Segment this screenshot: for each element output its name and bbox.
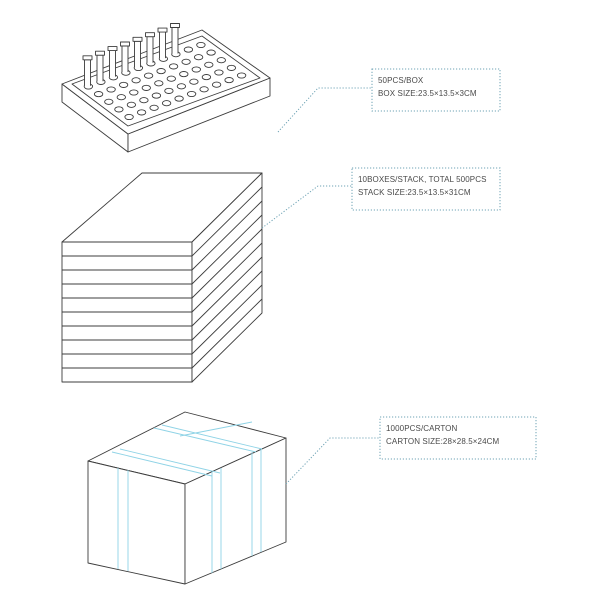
stack-layer-line <box>62 242 263 313</box>
rack-hole <box>166 75 176 82</box>
rack-hole <box>104 98 114 105</box>
stack-layer-line <box>62 270 263 341</box>
rack-hole <box>193 54 204 61</box>
rack-hole <box>131 77 141 84</box>
rack-hole <box>201 74 212 81</box>
callout-box-line1: 50PCS/BOX <box>378 76 424 85</box>
rack-hole <box>149 104 159 111</box>
rack-hole <box>206 49 216 56</box>
stack-layer-line <box>62 186 263 257</box>
rack-hole <box>118 81 129 88</box>
rack-hole <box>214 69 224 76</box>
rack-hole <box>106 86 116 93</box>
callout-carton-line1: 1000PCS/CARTON <box>386 424 457 433</box>
rack-hole <box>183 46 194 53</box>
tube <box>121 45 129 72</box>
rack-top-face <box>61 29 271 135</box>
carton-tape-bands <box>111 421 263 573</box>
rack-hole <box>191 66 201 73</box>
callout-stack: 10BOXES/STACK, TOTAL 500PCS STACK SIZE:2… <box>351 167 501 211</box>
leader-lines <box>261 87 380 485</box>
leader-line-stack <box>261 185 352 229</box>
rack-hole <box>143 72 154 79</box>
callout-stack-frame <box>351 167 501 211</box>
tube-cap <box>170 23 180 28</box>
tube-cap <box>107 46 118 52</box>
rack-hole <box>154 80 164 87</box>
callout-box-frame <box>371 68 501 112</box>
tube <box>134 40 141 68</box>
rack-hole <box>199 86 209 93</box>
rack-hole <box>181 58 191 65</box>
rack-hole <box>226 64 237 71</box>
rack-hole <box>164 87 174 94</box>
rack-hole <box>174 95 184 102</box>
rack-hole <box>168 63 179 70</box>
stack-layer-lines <box>62 186 263 369</box>
stack-layer-line <box>62 214 263 285</box>
tube-cap <box>132 36 143 42</box>
rack-hole <box>124 113 134 121</box>
callout-box: 50PCS/BOX BOX SIZE:23.5×13.5×3CM <box>371 68 501 112</box>
stack-layer-line <box>62 298 263 369</box>
tube-cap <box>95 50 105 56</box>
tube <box>171 27 179 54</box>
tube-cap <box>82 55 93 61</box>
tube-cap <box>145 32 155 38</box>
rack-hole <box>179 71 189 78</box>
rack-hole <box>196 41 206 49</box>
tube-rack-illustration <box>61 23 271 153</box>
stack-layer-line <box>62 284 263 355</box>
rack-tubes <box>82 23 180 86</box>
tube-cap <box>120 41 130 47</box>
rack-hole <box>151 92 162 99</box>
callout-box-line2: BOX SIZE:23.5×13.5×3CM <box>378 89 477 98</box>
rack-hole <box>114 106 124 113</box>
rack-hole <box>116 94 126 101</box>
rack-hole <box>129 89 139 96</box>
rack-hole <box>216 57 226 64</box>
rack-hole <box>176 83 187 90</box>
rack-top-rim <box>71 35 261 127</box>
rack-hole <box>161 100 172 107</box>
tube <box>109 50 116 77</box>
carton-illustration <box>87 411 287 585</box>
callout-carton: 1000PCS/CARTON CARTON SIZE:28×28.5×24CM <box>379 416 537 460</box>
rack-hole <box>204 61 214 68</box>
rack-hole <box>139 97 149 104</box>
rack-hole <box>236 72 247 79</box>
rack-hole <box>189 78 199 85</box>
stack-layer-line <box>62 200 263 271</box>
rack-hole <box>211 81 222 88</box>
stack-layer-line <box>62 228 263 299</box>
rack-hole <box>156 68 166 75</box>
callout-carton-frame <box>379 416 537 460</box>
tube <box>146 36 154 63</box>
callout-carton-line2: CARTON SIZE:28×28.5×24CM <box>386 437 500 446</box>
leader-line-carton <box>285 437 380 485</box>
rack-hole <box>186 90 197 98</box>
leader-line-box <box>277 87 372 133</box>
rack-hole <box>136 109 147 116</box>
rack-hole <box>126 101 137 108</box>
tube <box>159 31 166 59</box>
rack-hole <box>224 77 234 84</box>
box-stack-illustration <box>61 172 263 383</box>
callout-stack-line2: STACK SIZE:23.5×13.5×31CM <box>358 188 471 197</box>
tube-cap <box>157 27 168 33</box>
tube <box>84 59 91 86</box>
rack-hole <box>141 84 151 91</box>
callout-stack-line1: 10BOXES/STACK, TOTAL 500PCS <box>358 175 487 184</box>
rack-holes <box>83 41 247 121</box>
tube <box>96 54 104 82</box>
rack-hole <box>93 91 104 98</box>
stack-layer-line <box>62 256 263 327</box>
